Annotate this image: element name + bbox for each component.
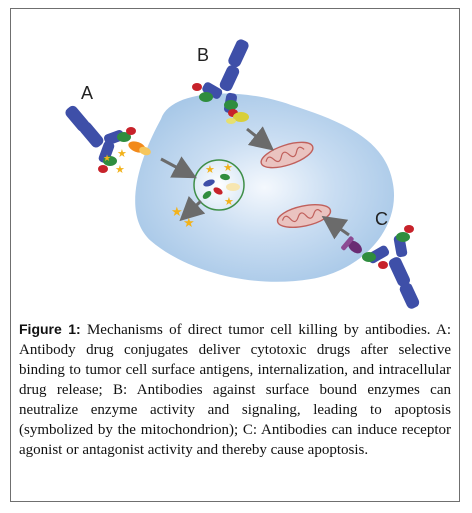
figure-caption: Figure 1: Mechanisms of direct tumor cel…: [19, 319, 451, 460]
svg-text:★: ★: [117, 148, 127, 160]
figure-illustration: ★ ★ ★ ★ ★: [11, 9, 461, 321]
arrow-c-to-mito: [321, 215, 350, 240]
arrow-vesicle-release: [179, 195, 206, 222]
svg-text:★: ★: [223, 162, 233, 174]
endosome: ★ ★ ★: [193, 159, 245, 211]
svg-text:★: ★: [224, 196, 234, 208]
arrow-b-to-mito: [246, 126, 275, 151]
arrow-a-to-vesicle: [160, 156, 197, 179]
caption-text: Mechanisms of direct tumor cell killing …: [19, 322, 451, 458]
svg-text:★: ★: [205, 164, 215, 176]
svg-text:★: ★: [115, 164, 125, 176]
figure-label: Figure 1:: [19, 321, 81, 337]
antibody-c: [341, 225, 420, 309]
svg-text:★: ★: [103, 153, 111, 163]
released-drug-star: ★: [183, 215, 195, 230]
mitochondrion-c: [276, 204, 332, 228]
antibody-b: [192, 39, 249, 124]
tumor-cell: [135, 93, 395, 282]
released-drug-star: ★: [171, 204, 183, 219]
antibody-a: ★ ★ ★: [65, 105, 151, 176]
label-c: C: [375, 209, 388, 229]
figure-frame: ★ ★ ★ ★ ★: [10, 8, 460, 502]
label-b: B: [197, 45, 209, 65]
label-a: A: [81, 83, 93, 103]
mechanism-diagram: ★ ★ ★ ★ ★: [65, 39, 420, 309]
mitochondrion-b: [260, 141, 314, 169]
